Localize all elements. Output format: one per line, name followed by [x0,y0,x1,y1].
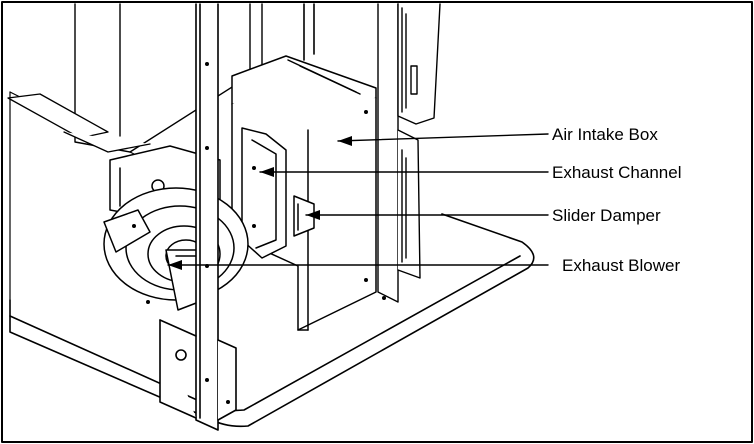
arrowhead-slider-damper [306,210,320,220]
side-shelf [7,93,151,153]
callout-labels: Air Intake Box Exhaust Channel Slider Da… [552,125,681,275]
leader-air-intake-box [337,133,549,142]
arrowhead-air-intake-box [338,136,352,146]
leader-lines [167,133,549,270]
bolt-dots [132,62,386,404]
arrowhead-exhaust-blower [168,260,182,270]
label-exhaust-channel: Exhaust Channel [552,163,681,182]
label-slider-damper: Slider Damper [552,206,661,225]
arrowhead-exhaust-channel [260,167,274,177]
label-exhaust-blower: Exhaust Blower [562,256,680,275]
slider-damper-part [293,195,315,237]
label-air-intake-box: Air Intake Box [552,125,658,144]
right-housing [377,3,441,303]
front-frame [159,3,315,431]
exhaust-channel-part [241,127,287,259]
